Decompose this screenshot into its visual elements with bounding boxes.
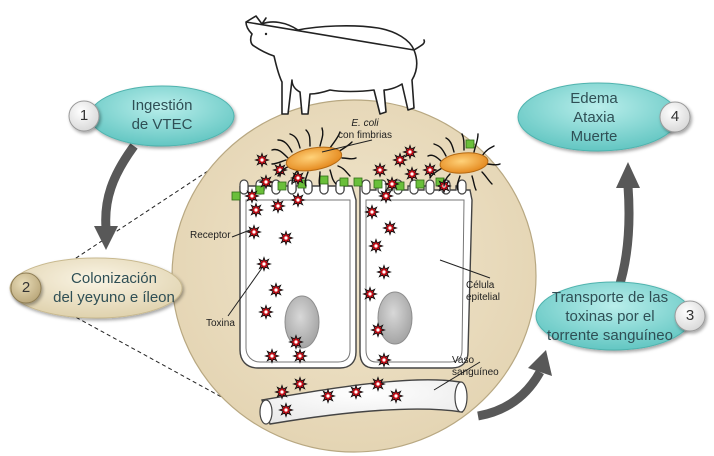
toxin-core (298, 382, 302, 386)
step-3-line: toxinas por el (565, 308, 655, 325)
toxin-core (408, 150, 412, 154)
celula-label: Célula epitelial (466, 280, 500, 304)
step-1-number: 1 (79, 107, 89, 124)
bacterium-icon (271, 127, 357, 187)
toxin-core (326, 394, 330, 398)
toxin-core (252, 230, 256, 234)
vaso-label-line: Vaso (452, 355, 475, 366)
toxin-core (394, 394, 398, 398)
receptor-square-icon (319, 175, 329, 185)
step-3-text: Transporte de las toxinas por el torrent… (542, 288, 678, 345)
receptor-square-icon (231, 191, 241, 201)
toxin-core (298, 354, 302, 358)
arrow-3-to-4 (613, 162, 640, 292)
step-3-number-badge (674, 300, 706, 332)
ecoli-label-rest: con fimbrias (338, 130, 392, 141)
receptor-square-icon (255, 185, 265, 195)
step-2-text: Colonización del yeyuno e íleon (40, 269, 188, 307)
step-1-number-badge (68, 100, 100, 132)
receptor-square-icon (339, 177, 349, 187)
toxin-core (278, 168, 282, 172)
step-2-line: del yeyuno e íleon (53, 289, 175, 306)
receptor-square-icon (465, 139, 475, 149)
toxin-core (276, 204, 280, 208)
step-1-line: de VTEC (131, 116, 193, 133)
celula-label-line: epitelial (466, 292, 500, 303)
toxin-core (388, 226, 392, 230)
toxin-core (398, 158, 402, 162)
arrow-circle-to-3 (477, 350, 552, 421)
step-4-line: Muerte (570, 128, 618, 145)
toxin-core (284, 408, 288, 412)
step-2-line: Colonización (71, 270, 157, 287)
toxin-core (260, 158, 264, 162)
zoom-dash-top (69, 137, 259, 263)
step-2-number-badge (10, 272, 42, 304)
receptor-square-icon (353, 177, 363, 187)
toxin-core (378, 168, 382, 172)
epithelial-cell-right (359, 179, 473, 369)
receptor-square-icon (395, 181, 405, 191)
toxin-core (294, 340, 298, 344)
toxin-core (264, 310, 268, 314)
toxin-core (262, 262, 266, 266)
receptor-square-icon (373, 179, 383, 189)
step-2-pill (9, 257, 183, 319)
toxin-core (368, 292, 372, 296)
ecoli-label: E. coli con fimbrias (330, 118, 400, 142)
leader-lines (227, 139, 491, 391)
step-3-number: 3 (685, 307, 695, 324)
step-4-number-badge (659, 101, 691, 133)
pig-silhouette-icon (245, 15, 426, 115)
toxin-core (390, 182, 394, 186)
step-2-number: 2 (21, 279, 31, 296)
toxin-core (384, 194, 388, 198)
toxin-core (374, 244, 378, 248)
step-4-text: Edema Ataxia Muerte (544, 89, 644, 146)
blood-vessel (259, 379, 468, 425)
step-1-line: Ingestión (131, 97, 193, 114)
step-3-line: Transporte de las (551, 289, 669, 306)
receptor-square-icon (415, 179, 425, 189)
step-3-line: torrente sanguíneo (547, 327, 673, 344)
vaso-label-line: sanguíneo (452, 367, 499, 378)
toxin-core (280, 390, 284, 394)
toxin-core (264, 180, 268, 184)
nucleus-icon (284, 295, 320, 349)
toxin-core (296, 176, 300, 180)
toxins (244, 144, 452, 418)
nucleus-icon (377, 291, 413, 345)
step-4-line: Ataxia (573, 109, 615, 126)
vaso-label: Vaso sanguíneo (452, 355, 499, 379)
arrow-1-to-2 (94, 143, 138, 250)
toxina-label: Toxina (206, 318, 235, 329)
bacterium-icon (427, 133, 501, 191)
toxin-core (254, 208, 258, 212)
toxin-core (428, 168, 432, 172)
toxin-core (382, 270, 386, 274)
celula-label-line: Célula (466, 280, 495, 291)
receptors (231, 139, 475, 201)
step-4-number: 4 (670, 108, 680, 125)
toxin-core (370, 210, 374, 214)
step-1-text: Ingestión de VTEC (100, 96, 224, 134)
toxin-core (250, 194, 254, 198)
receptor-square-icon (277, 181, 287, 191)
ecoli-label-italic: E. coli (351, 118, 379, 129)
toxin-core (354, 390, 358, 394)
step-4-line: Edema (570, 90, 618, 107)
toxin-core (410, 172, 414, 176)
toxin-core (284, 236, 288, 240)
toxin-core (274, 288, 278, 292)
toxin-core (376, 328, 380, 332)
toxin-core (376, 382, 380, 386)
toxin-core (382, 358, 386, 362)
toxin-core (270, 354, 274, 358)
toxin-core (296, 198, 300, 202)
receptor-label: Receptor (190, 230, 231, 241)
